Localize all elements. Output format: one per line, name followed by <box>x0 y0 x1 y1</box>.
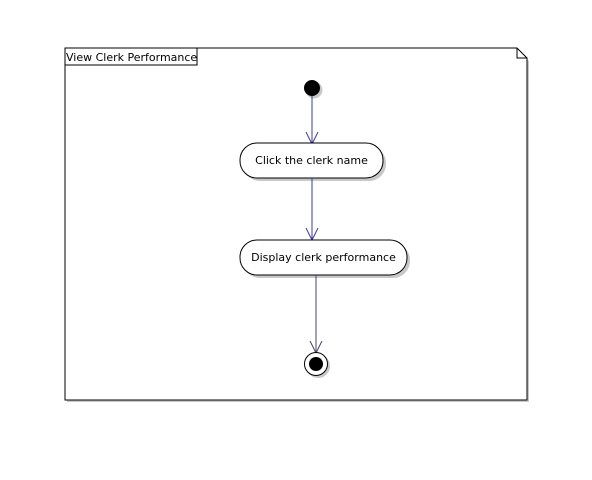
action-box <box>239 239 408 276</box>
action-click-clerk-name: Click the clerk name <box>239 142 386 181</box>
final-node <box>304 352 330 378</box>
initial-node-dot <box>304 80 320 96</box>
diagram-frame <box>64 47 528 401</box>
action-display-clerk-performance: Display clerk performance <box>239 239 410 278</box>
initial-node <box>304 80 323 99</box>
frame-title-box <box>64 47 198 66</box>
action-label: Click the clerk name <box>255 154 368 167</box>
frame-corner-fold <box>516 48 527 59</box>
action-label: Display clerk performance <box>251 251 396 264</box>
final-node-dot <box>309 357 323 371</box>
frame-title: View Clerk Performance <box>64 47 198 66</box>
frame-title-label: View Clerk Performance <box>66 51 197 64</box>
